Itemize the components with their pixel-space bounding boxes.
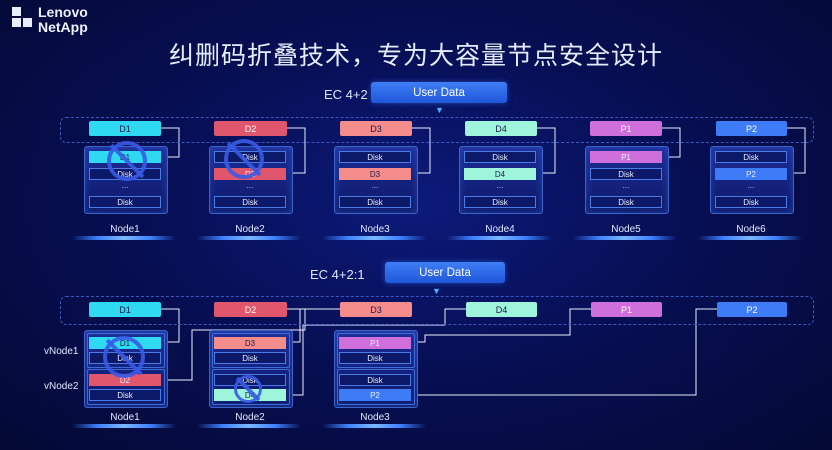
ec42-node4-base: [447, 236, 551, 240]
ec42-node5[interactable]: P1 Disk ... Disk: [585, 146, 669, 214]
ec42-node5-slot4: Disk: [590, 196, 662, 208]
connector2-p2: [412, 308, 717, 396]
ec42-node6-label: Node6: [736, 224, 766, 235]
ec42-chunk-d3: D3: [340, 121, 412, 136]
connector2-d4: [287, 308, 466, 396]
ec42-node5-slot2: Disk: [590, 168, 662, 180]
brand-text: Lenovo NetApp: [38, 5, 88, 35]
ec42-chunk-row: [60, 117, 814, 143]
slide-title: 纠删码折叠技术，专为大容量节点安全设计: [168, 41, 663, 70]
ec42-node5-base: [573, 236, 677, 240]
ec42-node4-ellipsis: ...: [496, 181, 504, 190]
ec42-node6[interactable]: Disk P2 ... Disk: [710, 146, 794, 214]
lenovo-netapp-logo-icon: [12, 7, 34, 29]
ec421-node2-slot1: D3: [214, 337, 286, 349]
ec421-node2-base: [197, 424, 301, 428]
ec42-node1-failed-icon: [107, 141, 147, 181]
ec42-node5-slot1: P1: [590, 151, 662, 163]
ec421-node3-slot4: P2: [339, 389, 411, 401]
ec42-chunk-p2: P2: [716, 121, 787, 136]
ec421-node2-label: Node2: [235, 412, 265, 423]
ec42-node3-label: Node3: [360, 224, 390, 235]
ec42-chunk-d1: D1: [89, 121, 161, 136]
ec421-node2-vnode1: [212, 333, 290, 368]
ec42-node2-base: [197, 236, 301, 240]
ec421-node1-slot4: Disk: [89, 389, 161, 401]
ec42-chunk-p1: P1: [590, 121, 662, 136]
ec421-node3-vnode2: [337, 369, 415, 405]
ec421-node3-slot2: Disk: [339, 352, 411, 364]
ec421-chunk-d3: D3: [340, 302, 412, 317]
ec421-chunk-d1: D1: [89, 302, 161, 317]
ec42-node2-slot4: Disk: [214, 196, 286, 208]
ec42-node3[interactable]: Disk D3 ... Disk: [334, 146, 418, 214]
ec421-chunk-row: [60, 296, 814, 325]
connector-p2: [787, 127, 806, 174]
ec42-node6-slot4: Disk: [715, 196, 787, 208]
ec42-node1-slot4: Disk: [89, 196, 161, 208]
ec42-node3-slot2: D3: [339, 168, 411, 180]
ec421-node3-base: [322, 424, 426, 428]
ec421-chunk-d2: D2: [214, 302, 287, 317]
ec421-user-data-button[interactable]: User Data: [385, 262, 505, 283]
ec42-node6-ellipsis: ...: [747, 181, 755, 190]
brand-logo: Lenovo NetApp: [12, 5, 88, 35]
ec421-chunk-d4: D4: [466, 302, 537, 317]
ec42-node3-ellipsis: ...: [371, 181, 379, 190]
ec42-arrow-down-icon: ▼: [435, 105, 444, 115]
ec42-node1-ellipsis: ...: [121, 181, 129, 190]
ec421-node2-vnode2: [212, 369, 290, 405]
ec42-node6-slot2: P2: [715, 168, 787, 180]
ec42-node3-slot4: Disk: [339, 196, 411, 208]
ec42-node2-ellipsis: ...: [246, 181, 254, 190]
ec42-node5-ellipsis: ...: [622, 181, 630, 190]
brand-line2: NetApp: [38, 19, 88, 35]
ec421-chunk-p1: P1: [591, 302, 662, 317]
connector-d3: [412, 127, 431, 174]
ec42-node1-label: Node1: [110, 224, 140, 235]
ec421-node2-slot2: Disk: [214, 352, 286, 364]
ec42-chunk-d2: D2: [214, 121, 287, 136]
ec42-node2-label: Node2: [235, 224, 265, 235]
ec421-node3-slot1: P1: [339, 337, 411, 349]
ec421-node3-label: Node3: [360, 412, 390, 423]
ec42-label: EC 4+2: [324, 87, 368, 102]
connector2-p1: [412, 308, 591, 343]
ec42-node5-label: Node5: [611, 224, 641, 235]
ec42-node3-base: [322, 236, 426, 240]
ec42-node4-label: Node4: [485, 224, 515, 235]
connector2-d1: [159, 308, 180, 343]
ec421-node3[interactable]: P1 Disk Disk P2: [334, 330, 418, 408]
ec42-node4-slot4: Disk: [464, 196, 536, 208]
ec42-node1-base: [72, 236, 176, 240]
brand-line1: Lenovo: [38, 4, 88, 20]
connector-d2: [287, 127, 306, 174]
ec421-arrow-down-icon: ▼: [432, 286, 441, 296]
ec421-node3-slot3: Disk: [339, 374, 411, 386]
ec421-node3-vnode1: [337, 333, 415, 368]
ec421-node1-failed-icon: [103, 336, 145, 378]
ec421-node2-failed-icon: [234, 375, 262, 403]
ec42-node3-slot1: Disk: [339, 151, 411, 163]
ec42-node4[interactable]: Disk D4 ... Disk: [459, 146, 543, 214]
ec42-chunk-d4: D4: [465, 121, 537, 136]
ec421-node1-label: Node1: [110, 412, 140, 423]
ec421-node1-base: [72, 424, 176, 428]
ec42-node4-slot2: D4: [464, 168, 536, 180]
connector-d4: [537, 127, 556, 174]
ec42-node2-failed-icon: [224, 139, 264, 179]
ec42-user-data-button[interactable]: User Data: [371, 82, 507, 103]
ec42-node4-slot1: Disk: [464, 151, 536, 163]
ec421-chunk-p2: P2: [717, 302, 787, 317]
ec42-node6-slot1: Disk: [715, 151, 787, 163]
vnode2-label: vNode2: [44, 381, 79, 392]
ec421-label: EC 4+2:1: [310, 267, 365, 282]
ec42-node6-base: [698, 236, 802, 240]
ec421-node2[interactable]: D3 Disk Disk D4: [209, 330, 293, 408]
vnode1-label: vNode1: [44, 346, 79, 357]
